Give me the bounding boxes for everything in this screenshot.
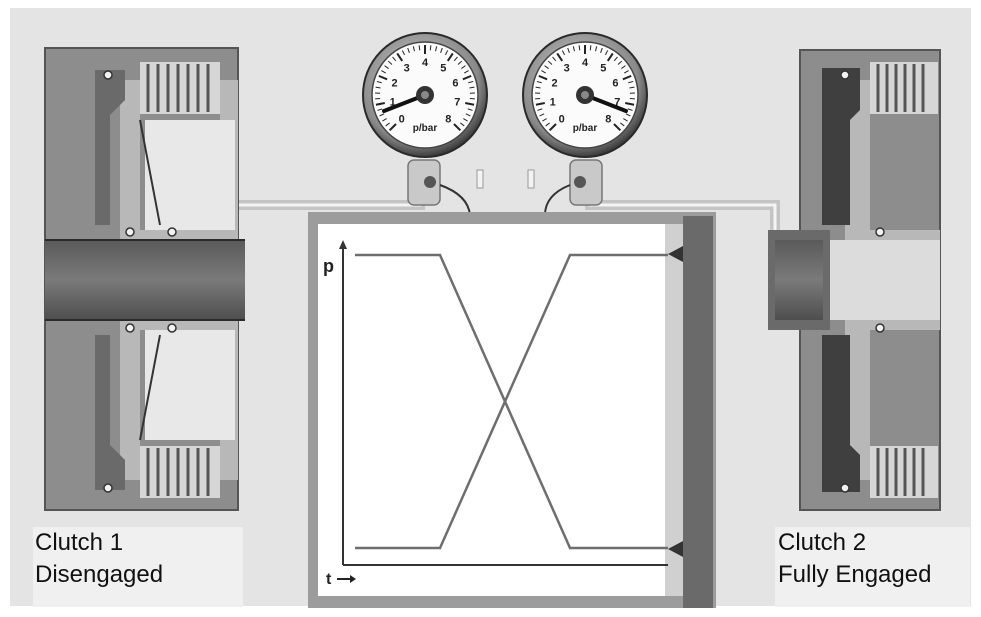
- y-axis-label: p: [323, 256, 334, 276]
- gauge-tick-label: 2: [551, 77, 557, 89]
- gauge-unit-label: p/bar: [413, 123, 438, 134]
- gauge-tick-label: 1: [550, 96, 556, 108]
- clutch-2-state: Fully Engaged: [775, 559, 970, 591]
- clutch-2-plates-bottom: [870, 446, 938, 498]
- clutch-1-shaft: [45, 240, 245, 320]
- gauge-tick-label: 2: [391, 77, 397, 89]
- clutch-2-plates-top: [870, 62, 938, 114]
- gauge-tick: [430, 45, 431, 50]
- clutch-1-state: Disengaged: [33, 559, 243, 591]
- gauge-unit-label: p/bar: [573, 123, 598, 134]
- clutch-1-plates-top: [140, 62, 220, 114]
- x-axis-label: t: [326, 571, 332, 588]
- gauge-tick-label: 4: [582, 57, 589, 69]
- gauge-tick-label: 3: [564, 63, 570, 75]
- gauge-tick-label: 5: [600, 63, 606, 75]
- clutch-2-name: Clutch 2: [775, 527, 970, 559]
- gauge-tick-label: 4: [422, 57, 429, 69]
- gauge-tick-label: 7: [454, 96, 460, 108]
- clutch-1-name: Clutch 1: [33, 527, 243, 559]
- gauge-tick-label: 6: [612, 77, 618, 89]
- gauge-tick-label: 8: [605, 113, 611, 125]
- gauge-tick-label: 5: [440, 63, 446, 75]
- gauge-tick-label: 6: [452, 77, 458, 89]
- clutch-1-caption: Clutch 1 Disengaged: [33, 527, 243, 607]
- gauge-tick-label: 8: [445, 113, 451, 125]
- clutch-2-caption: Clutch 2 Fully Engaged: [775, 527, 970, 607]
- gauge-tick: [590, 45, 591, 50]
- gauge-tick-label: 3: [404, 63, 410, 75]
- gauge-tick: [419, 45, 420, 50]
- gauge-tick-label: 0: [559, 113, 565, 125]
- gauge-tick-label: 0: [399, 113, 405, 125]
- clutch-1-assembly: [45, 48, 245, 510]
- gauge-tick: [579, 45, 580, 50]
- clutch-1-plates-bottom: [140, 446, 220, 498]
